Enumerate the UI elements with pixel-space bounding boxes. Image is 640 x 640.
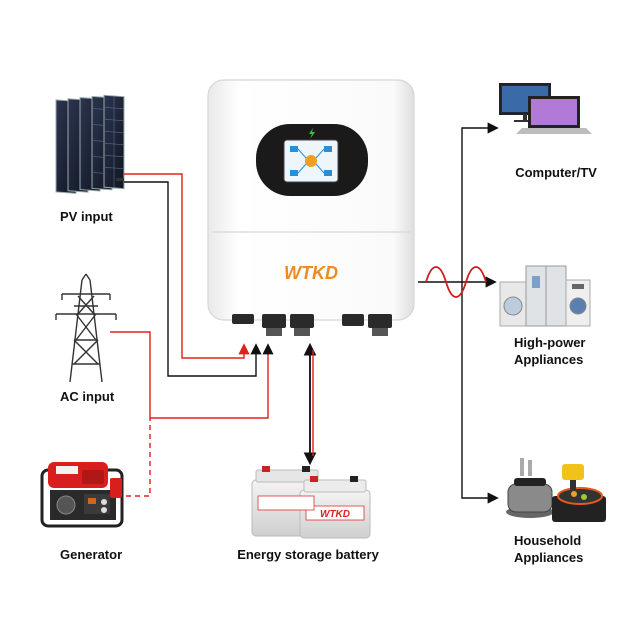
output-wiring: [418, 122, 499, 504]
computer-tv-icon: [499, 83, 592, 134]
ac-wave-icon: [425, 266, 487, 298]
inverter-icon: [207, 79, 415, 336]
generator-wiring: [126, 418, 151, 497]
inverter-logo: WTKD: [284, 263, 338, 283]
ac-wiring: [110, 331, 274, 419]
household-label-line1: Household: [514, 533, 582, 548]
generator-label: Generator: [60, 547, 123, 562]
pv-input-label: PV input: [60, 209, 113, 224]
battery-logo: WTKD: [320, 509, 350, 520]
transmission-tower-icon: [55, 273, 117, 383]
computer-tv-label: Computer/TV: [515, 165, 597, 180]
battery-wiring: [303, 342, 317, 466]
battery-label: Energy storage battery: [237, 547, 379, 562]
appliances-icon: [499, 265, 591, 327]
generator-icon: [40, 462, 124, 528]
household-appliances-icon: [506, 458, 606, 522]
high-power-label-line1: High-power: [514, 335, 586, 350]
ac-input-label: AC input: [60, 389, 115, 404]
household-label-line2: Appliances: [514, 550, 584, 565]
pv-wiring: [124, 173, 262, 377]
battery-icon: [251, 466, 371, 539]
solar-panel-icon: [55, 94, 125, 194]
high-power-label-line2: Appliances: [514, 352, 584, 367]
